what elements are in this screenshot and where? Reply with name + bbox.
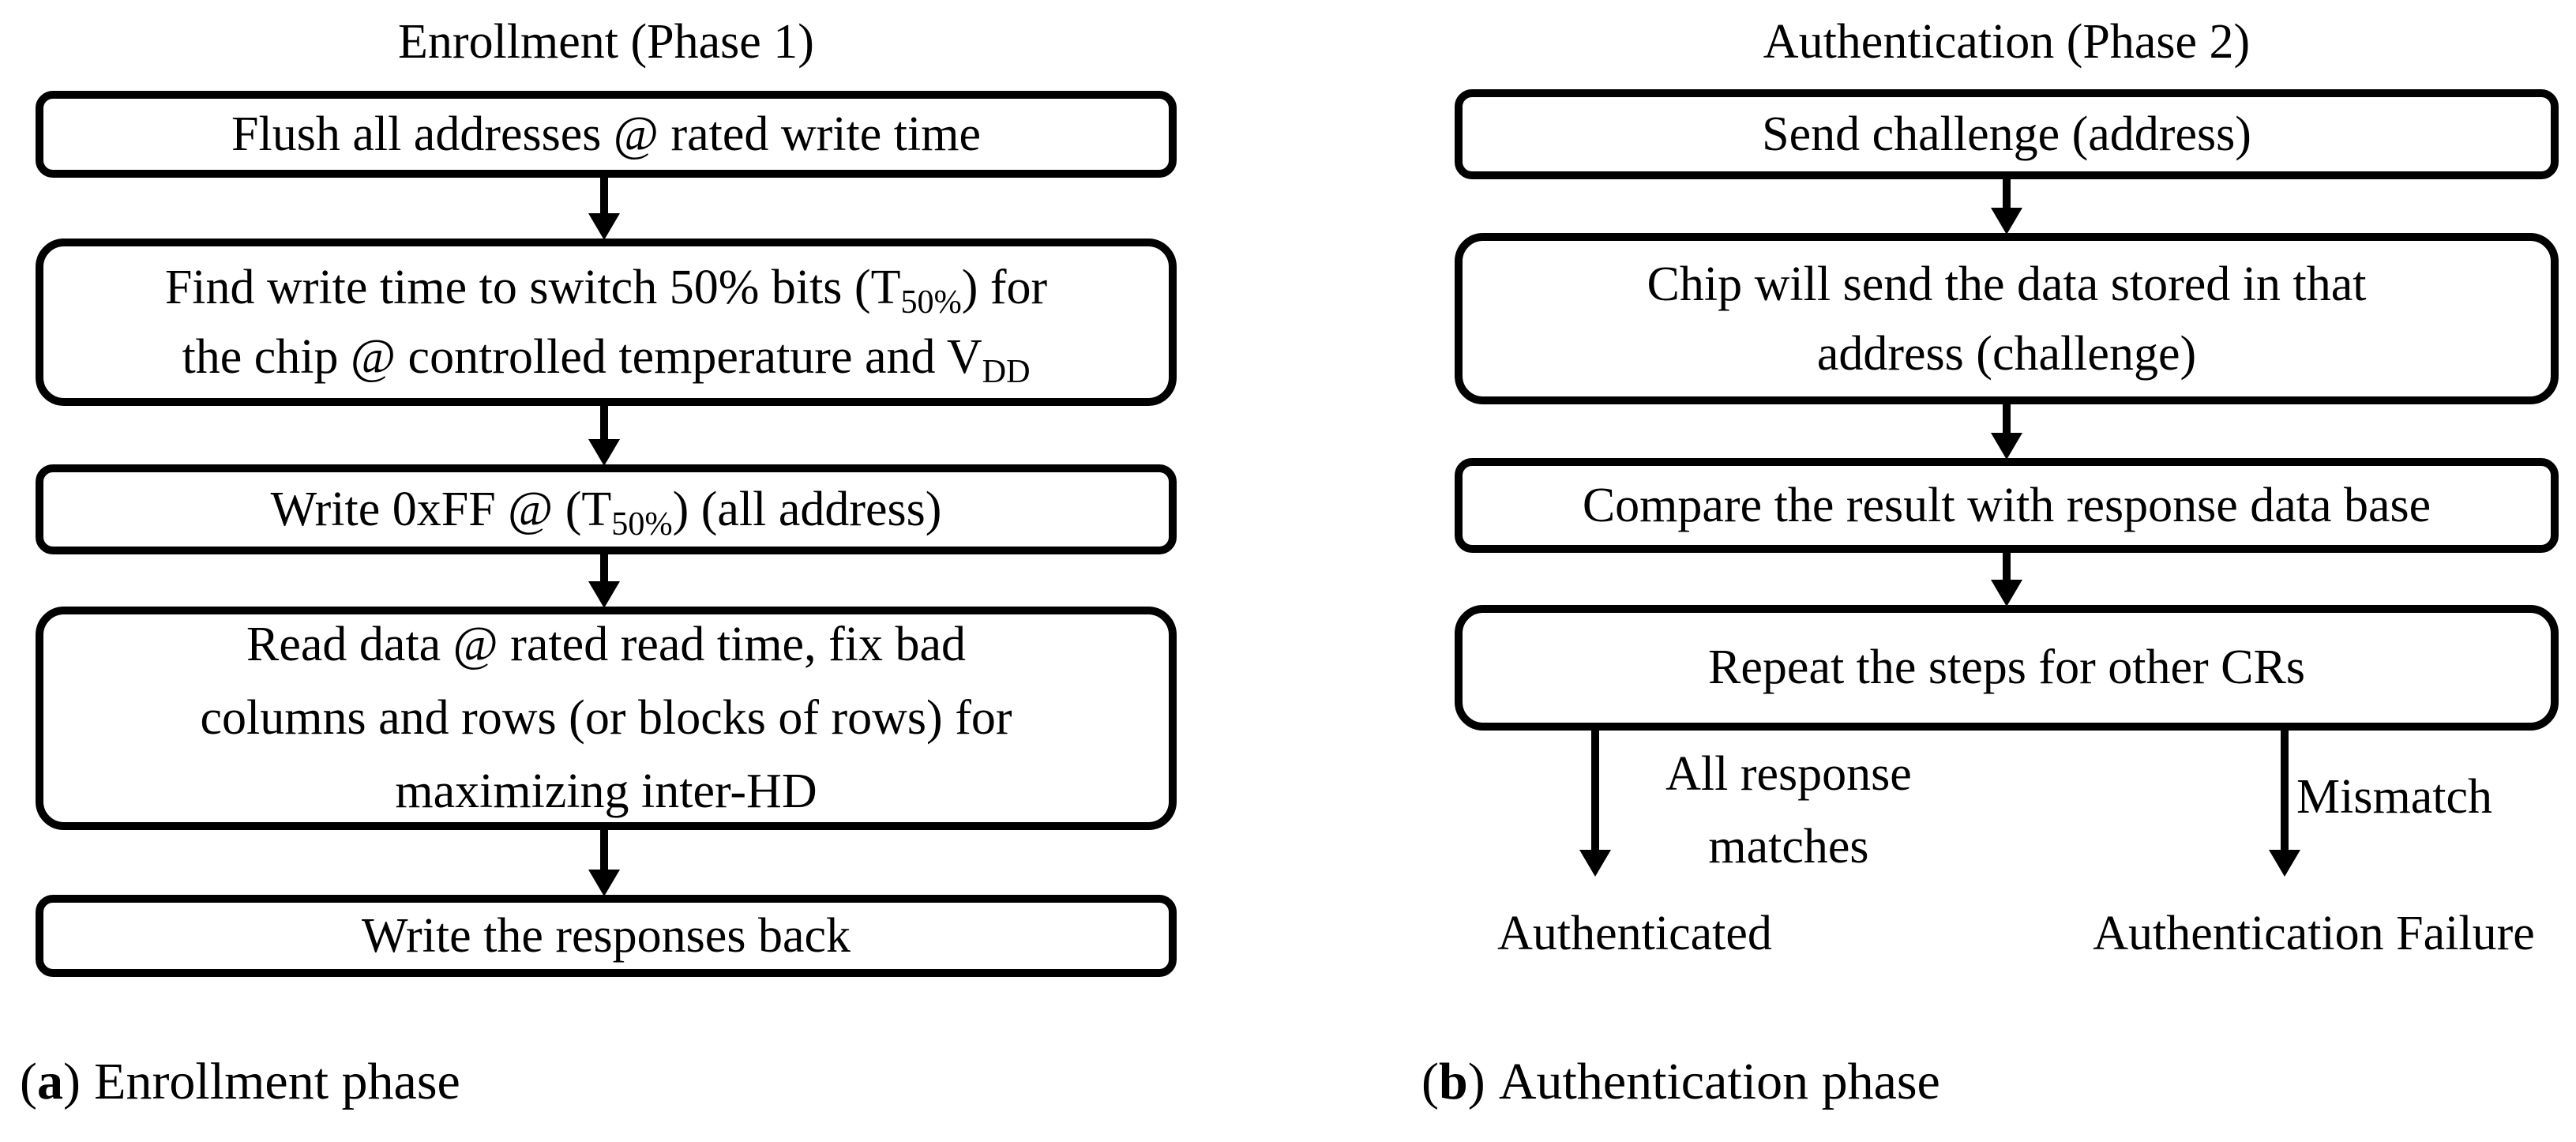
box-text: Flush all addresses @ rated write time <box>231 107 981 161</box>
arrow-shaft <box>2003 551 2011 586</box>
text-segment: Write 0xFF @ (T <box>270 482 612 536</box>
panel-a-title: Enrollment (Phase 1) <box>398 15 814 69</box>
box-text: Chip will send the data stored in that a… <box>1647 250 2367 389</box>
flow-arrow-b1 <box>1991 178 2022 235</box>
auth-box-chip-send-data: Chip will send the data stored in that a… <box>1455 233 2559 404</box>
arrow-head <box>588 213 620 240</box>
box-text-line: Read data @ rated read time, fix bad <box>246 618 966 671</box>
auth-box-send-challenge: Send challenge (address) <box>1455 89 2559 179</box>
auth-box-compare-result: Compare the result with response data ba… <box>1455 458 2559 553</box>
text-segment: Find write time to switch 50% bits (T <box>164 261 901 314</box>
auth-box-repeat-steps: Repeat the steps for other CRs <box>1455 605 2559 731</box>
text-segment: ) <box>1467 1053 1485 1110</box>
caption-text: Authentication phase <box>1498 1053 1940 1110</box>
text-segment: the chip @ controlled temperature and V <box>182 330 982 384</box>
box-text-line: Find write time to switch 50% bits (T50%… <box>165 253 1047 322</box>
branch-label-mismatch: Mismatch <box>2296 770 2492 824</box>
arrow-head <box>1579 850 1611 877</box>
box-text-line: the chip @ controlled temperature and VD… <box>165 322 1047 392</box>
arrow-shaft <box>600 404 608 445</box>
box-text-line: Chip will send the data stored in that <box>1647 257 2367 311</box>
box-text-line: maximizing inter-HD <box>395 764 817 818</box>
arrow-head <box>588 439 620 466</box>
flow-arrow-b2 <box>1991 403 2022 460</box>
branch-arrow-matches <box>1579 728 1611 877</box>
branch-label-all-response-matches: All response matches <box>1607 738 1970 883</box>
enrollment-box-find-write-time: Find write time to switch 50% bits (T50%… <box>36 239 1177 406</box>
caption-text: Enrollment phase <box>94 1053 460 1110</box>
box-text: Read data @ rated read time, fix bad col… <box>201 608 1012 828</box>
arrow-head <box>588 581 620 608</box>
box-text: Write 0xFF @ (T50%) (all address) <box>270 480 942 540</box>
arrow-shaft <box>600 828 608 876</box>
subscript-text: 50% <box>611 505 673 543</box>
flow-arrow-b3 <box>1991 551 2022 607</box>
arrow-head <box>588 870 620 896</box>
box-text: Find write time to switch 50% bits (T50%… <box>165 253 1047 392</box>
caption-letter: b <box>1438 1053 1468 1110</box>
panel-a-caption: (a)Enrollment phase <box>20 1052 460 1112</box>
caption-marker: (b) <box>1421 1053 1485 1110</box>
flow-arrow-a3 <box>588 553 620 608</box>
enrollment-box-flush: Flush all addresses @ rated write time <box>36 91 1177 178</box>
arrow-shaft <box>2003 178 2011 214</box>
text-segment: ) for <box>961 261 1048 314</box>
terminal-authenticated: Authenticated <box>1497 907 1772 960</box>
enrollment-box-write-0xff: Write 0xFF @ (T50%) (all address) <box>36 464 1177 554</box>
flow-arrow-a4 <box>588 828 620 896</box>
arrow-head <box>1991 433 2022 460</box>
panel-b-title: Authentication (Phase 2) <box>1763 15 2251 69</box>
subscript-text: DD <box>982 352 1031 390</box>
terminal-authentication-failure: Authentication Failure <box>2093 907 2535 960</box>
arrow-shaft <box>2281 728 2289 856</box>
panel-b-caption: (b)Authentication phase <box>1421 1052 1940 1112</box>
arrow-head <box>1991 580 2022 607</box>
branch-arrow-mismatch <box>2269 728 2300 877</box>
box-text: Send challenge (address) <box>1762 107 2251 161</box>
text-segment: ) (all address) <box>672 482 942 536</box>
box-text: Repeat the steps for other CRs <box>1708 640 2305 695</box>
arrow-shaft <box>1591 728 1599 856</box>
flow-arrow-a2 <box>588 404 620 466</box>
branch-label-line: matches <box>1708 820 1869 873</box>
arrow-shaft <box>2003 403 2011 439</box>
arrow-shaft <box>600 175 608 220</box>
enrollment-box-read-data: Read data @ rated read time, fix bad col… <box>36 607 1177 830</box>
flow-arrow-a1 <box>588 175 620 240</box>
box-text: Write the responses back <box>361 908 851 963</box>
arrow-shaft <box>600 553 608 588</box>
branch-label-line: All response <box>1665 747 1912 801</box>
arrow-head <box>1991 208 2022 235</box>
text-segment: ( <box>20 1053 37 1110</box>
enrollment-box-write-responses: Write the responses back <box>36 895 1177 977</box>
subscript-text: 50% <box>900 283 962 321</box>
text-segment: ) <box>62 1053 81 1110</box>
caption-marker: (a) <box>20 1053 81 1110</box>
caption-letter: a <box>36 1053 63 1110</box>
box-text: Compare the result with response data ba… <box>1582 478 2431 532</box>
box-text-line: address (challenge) <box>1816 326 2197 381</box>
box-text-line: columns and rows (or blocks of rows) for <box>200 691 1012 745</box>
text-segment: ( <box>1421 1053 1439 1110</box>
arrow-head <box>2269 850 2300 877</box>
